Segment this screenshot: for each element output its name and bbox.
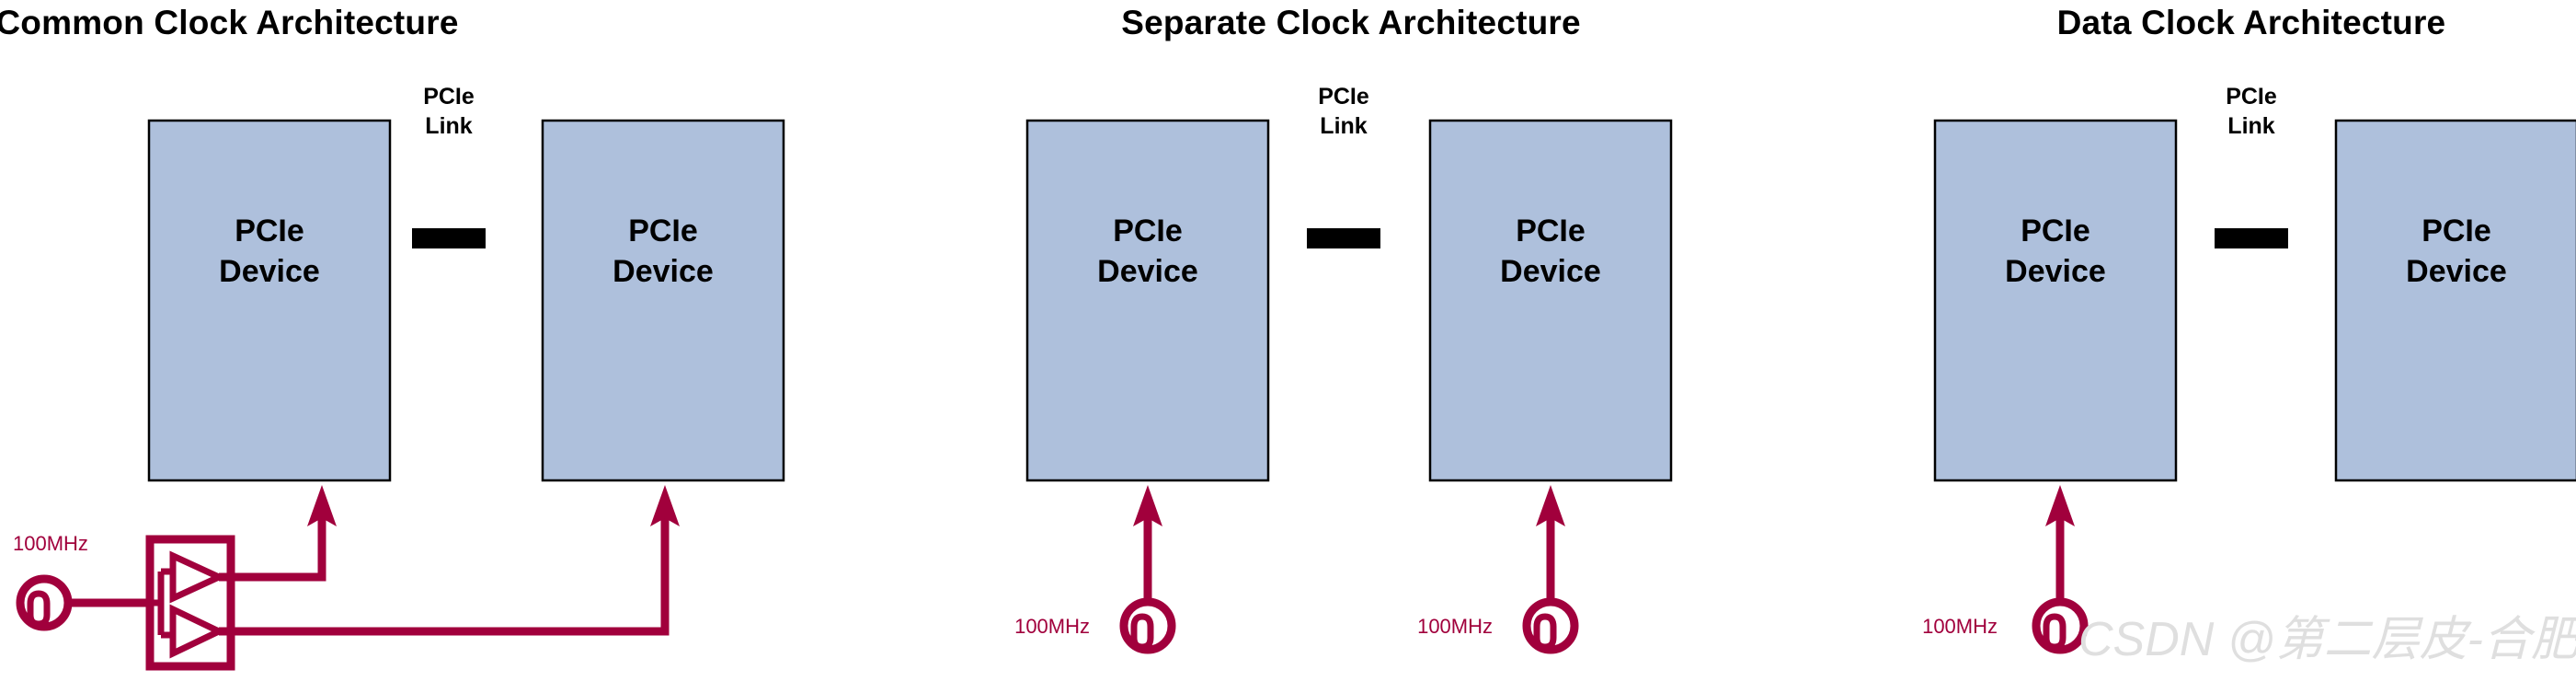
device-rect	[1428, 119, 1673, 482]
device-box-left: PCIe Device	[147, 119, 392, 482]
panel-title-data-clock: Data Clock Architecture	[2057, 4, 2446, 41]
oscillator-wave-glyph-lower	[1130, 637, 1154, 651]
pcie-link-bar	[412, 228, 486, 248]
device-box-left: PCIe Device	[1025, 119, 1270, 482]
oscillator-left: 100MHz	[1014, 485, 1176, 654]
clock-wire-left	[219, 511, 326, 582]
device-rect	[1933, 119, 2178, 482]
device-rect	[147, 119, 392, 482]
oscillator-left: 100MHz	[1922, 485, 2089, 654]
clock-arrow-left	[307, 485, 337, 526]
device-label-line2: Device	[219, 254, 320, 289]
pcie-link-label-line1: PCIe	[2226, 84, 2277, 110]
clock-frequency-label: 100MHz	[1417, 615, 1493, 638]
clock-arrow-right	[650, 485, 680, 526]
device-label-line2: Device	[1500, 254, 1601, 289]
panel-title-separate-clock: Separate Clock Architecture	[1121, 4, 1581, 41]
pcie-link-common: PCIe Link	[412, 84, 486, 248]
pcie-link-data: PCIe Link	[2215, 84, 2288, 248]
clock-arrow	[2045, 485, 2075, 526]
device-label-line2: Device	[2005, 254, 2106, 289]
device-rect	[541, 119, 785, 482]
device-label-line1: PCIe	[235, 214, 304, 248]
device-label-line2: Device	[2406, 254, 2507, 289]
clock-frequency-label: 100MHz	[1922, 615, 1998, 638]
device-label-line1: PCIe	[628, 214, 698, 248]
oscillator-wave-glyph	[27, 590, 51, 615]
device-label-line1: PCIe	[1516, 214, 1586, 248]
clock-frequency-label: 100MHz	[13, 532, 88, 555]
pcie-link-label-line2: Link	[2227, 113, 2274, 139]
oscillator-wave-glyph-lower	[27, 614, 51, 628]
oscillator-wave-glyph	[2043, 613, 2067, 638]
device-box-right: PCIe Device	[1428, 119, 1673, 482]
buffer-triangle-bottom	[169, 604, 227, 659]
buffer-triangle-top	[169, 550, 227, 604]
pcie-link-label-line2: Link	[425, 113, 472, 139]
device-label-line2: Device	[1097, 254, 1198, 289]
device-rect	[1025, 119, 1270, 482]
oscillator-wave-glyph-lower	[2043, 637, 2067, 651]
oscillator-symbol	[16, 574, 150, 631]
clock-route-to-right-device	[219, 485, 680, 636]
pcie-link-label-line1: PCIe	[1318, 84, 1369, 110]
pcie-link-separate: PCIe Link	[1307, 84, 1380, 248]
device-label-line1: PCIe	[1113, 214, 1183, 248]
pcie-link-bar	[2215, 228, 2288, 248]
panel-common-clock: Common Clock Architecture PCIe Device PC…	[0, 4, 785, 671]
panel-data-clock: Data Clock Architecture PCIe Device PCIe…	[1922, 4, 2576, 654]
fanout-buffer	[145, 535, 235, 671]
oscillator-right: 100MHz	[1417, 485, 1579, 654]
pcie-link-label-line1: PCIe	[423, 84, 475, 110]
clock-route-to-left-device	[219, 485, 337, 582]
device-box-left: PCIe Device	[1933, 119, 2178, 482]
pcie-link-bar	[1307, 228, 1380, 248]
device-label-line2: Device	[613, 254, 714, 289]
clock-arrow	[1536, 485, 1565, 526]
oscillator-wave-glyph-lower	[1533, 637, 1557, 651]
panel-title-common-clock: Common Clock Architecture	[0, 4, 459, 41]
oscillator-wave-glyph	[1130, 613, 1154, 638]
csdn-watermark: CSDN @第二层皮-合肥	[2078, 613, 2576, 666]
device-label-line1: PCIe	[2421, 214, 2491, 248]
device-box-right: PCIe Device	[2334, 119, 2576, 482]
device-label-line1: PCIe	[2021, 214, 2090, 248]
clock-arrow	[1133, 485, 1162, 526]
clock-frequency-label: 100MHz	[1014, 615, 1090, 638]
clock-wire-right	[219, 511, 670, 636]
device-rect	[2334, 119, 2576, 482]
panel-separate-clock: Separate Clock Architecture PCIe Device …	[1014, 4, 1673, 654]
device-box-right: PCIe Device	[541, 119, 785, 482]
pcie-link-label-line2: Link	[1320, 113, 1367, 139]
oscillator-wave-glyph	[1533, 613, 1557, 638]
